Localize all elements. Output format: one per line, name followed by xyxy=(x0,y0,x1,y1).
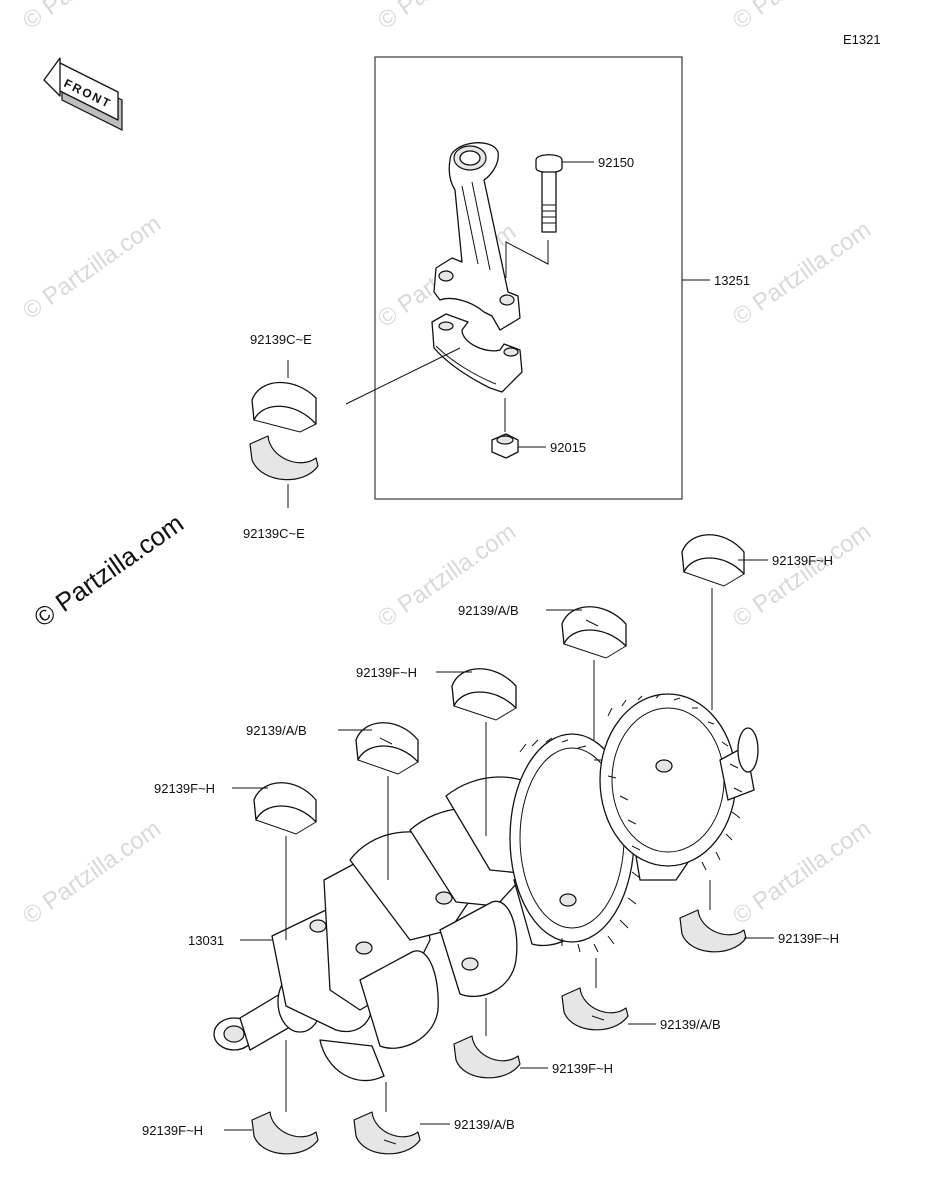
label-rod-nut: 92015 xyxy=(550,440,586,455)
label-main-bearing-8: 92139F~H xyxy=(552,1061,613,1076)
label-rod-bearing-lower: 92139C~E xyxy=(243,526,305,541)
watermark-6: © Partzilla.com xyxy=(18,815,166,930)
main-bearing-2 xyxy=(355,722,419,775)
connecting-rod xyxy=(433,142,521,331)
rod-bolt xyxy=(535,154,563,233)
label-main-bearing-3: 92139F~H xyxy=(356,665,417,680)
leader-main-bearing-1 xyxy=(232,787,287,940)
watermark-main: © Partzilla.com xyxy=(28,508,189,633)
main-bearing-8 xyxy=(453,1035,521,1079)
label-rod-bolt: 92150 xyxy=(598,155,634,170)
main-bearing-10 xyxy=(251,1111,319,1155)
diagram-code: E1321 xyxy=(843,32,881,47)
label-main-bearing-10: 92139F~H xyxy=(142,1123,203,1138)
label-rod-bearing-upper: 92139C~E xyxy=(250,332,312,347)
leader-main-bearing-7 xyxy=(595,958,656,1025)
label-rod-assembly: 13251 xyxy=(714,273,750,288)
label-main-bearing-6: 92139F~H xyxy=(778,931,839,946)
label-main-bearing-1: 92139F~H xyxy=(154,781,215,796)
label-crank: 13031 xyxy=(188,933,224,948)
watermark-top-2: © Partzilla.com xyxy=(373,0,521,35)
label-main-bearing-9: 92139/A/B xyxy=(454,1117,515,1132)
watermark-top-1: © Partzilla.com xyxy=(18,0,166,35)
rod-assembly-box xyxy=(374,56,683,500)
main-bearing-3 xyxy=(451,668,517,721)
watermark-top-3: © Partzilla.com xyxy=(728,0,876,35)
watermark-8: © Partzilla.com xyxy=(728,815,876,930)
rod-bearing-upper xyxy=(251,381,317,433)
main-bearing-5 xyxy=(681,534,745,587)
leader-main-bearing-6 xyxy=(709,880,774,939)
leader-main-bearing-4 xyxy=(546,609,595,740)
leader-main-bearing-9 xyxy=(385,1082,450,1125)
rod-nut xyxy=(491,433,519,459)
label-main-bearing-4: 92139/A/B xyxy=(458,603,519,618)
watermark-5: © Partzilla.com xyxy=(728,518,876,633)
rod-bearing-lower xyxy=(249,435,319,481)
label-main-bearing-2: 92139/A/B xyxy=(246,723,307,738)
label-main-bearing-7: 92139/A/B xyxy=(660,1017,721,1032)
label-main-bearing-5: 92139F~H xyxy=(772,553,833,568)
main-bearing-7 xyxy=(561,987,629,1031)
front-arrow-icon: FRONT xyxy=(43,57,123,131)
main-bearing-1 xyxy=(253,782,317,835)
leader-bolt-to-rod xyxy=(505,240,549,278)
leader-main-bearing-3 xyxy=(436,671,487,836)
leader-rod-to-bearing xyxy=(345,347,461,405)
main-bearing-4 xyxy=(561,606,627,659)
leader-main-bearing-8 xyxy=(485,998,548,1069)
main-bearing-9 xyxy=(353,1111,421,1155)
leader-main-bearing-2 xyxy=(338,729,389,880)
leader-main-bearing-10 xyxy=(224,1040,287,1131)
leader-main-bearing-5 xyxy=(711,559,768,710)
watermark-1: © Partzilla.com xyxy=(18,210,166,325)
crankshaft xyxy=(213,693,759,1082)
rod-cap xyxy=(431,313,523,393)
